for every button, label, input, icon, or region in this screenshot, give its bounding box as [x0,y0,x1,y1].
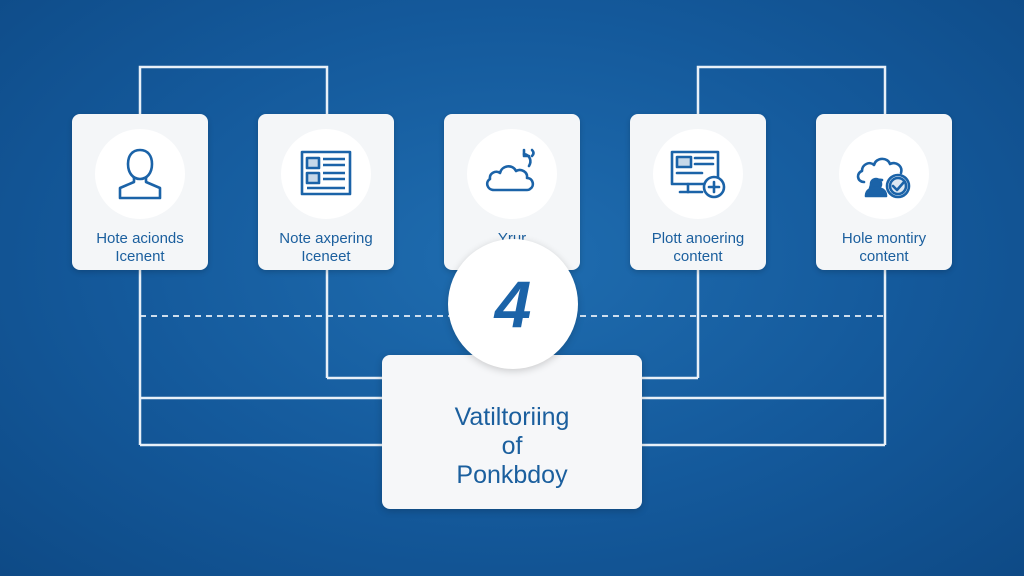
card-label: Plott anoering content [634,230,762,266]
center-title: Vatiltoriing of Ponkbdoy [382,403,642,490]
card-icon-circle [281,129,371,219]
card-label: Note axpering Iceneet [262,230,390,266]
center-line2: of [501,432,523,460]
center-box: Vatiltoriing of Ponkbdoy [382,355,642,509]
card-icon-circle [839,129,929,219]
card-label-line2: content [673,248,723,265]
document-icon [300,150,352,196]
person-icon [118,148,162,200]
card-cloud: Yrur [444,114,580,270]
card-monitor: Plott anoering content [630,114,766,270]
card-label-line1: Hole montiry [841,230,927,247]
number-badge: 4 [448,239,578,369]
card-icon-circle [95,129,185,219]
card-document: Note axpering Iceneet [258,114,394,270]
card-icon-circle [467,129,557,219]
cloud-check-icon [856,157,911,199]
top-bracket-right [696,65,887,114]
cloud-refresh-icon [485,148,535,192]
card-cloud-check: Hole montiry content [816,114,952,270]
card-person: Hote acionds Icenent [72,114,208,270]
card-label-line2: Iceneet [301,248,351,265]
card-icon-circle [653,129,743,219]
center-line3: Ponkbdoy [456,461,568,489]
badge-number: 4 [494,267,532,341]
top-bracket-left [138,65,329,114]
card-label: Hote acionds Icenent [76,230,204,266]
card-label-line2: Icenent [115,248,165,265]
card-label-line2: content [859,248,909,265]
monitor-add-icon [670,150,726,199]
card-label-line1: Hote acionds [96,230,184,247]
card-label-line1: Plott anoering [651,230,745,247]
center-line1: Vatiltoriing [454,403,570,431]
card-label-line1: Note axpering [279,230,373,247]
card-label: Hole montiry content [820,230,948,266]
